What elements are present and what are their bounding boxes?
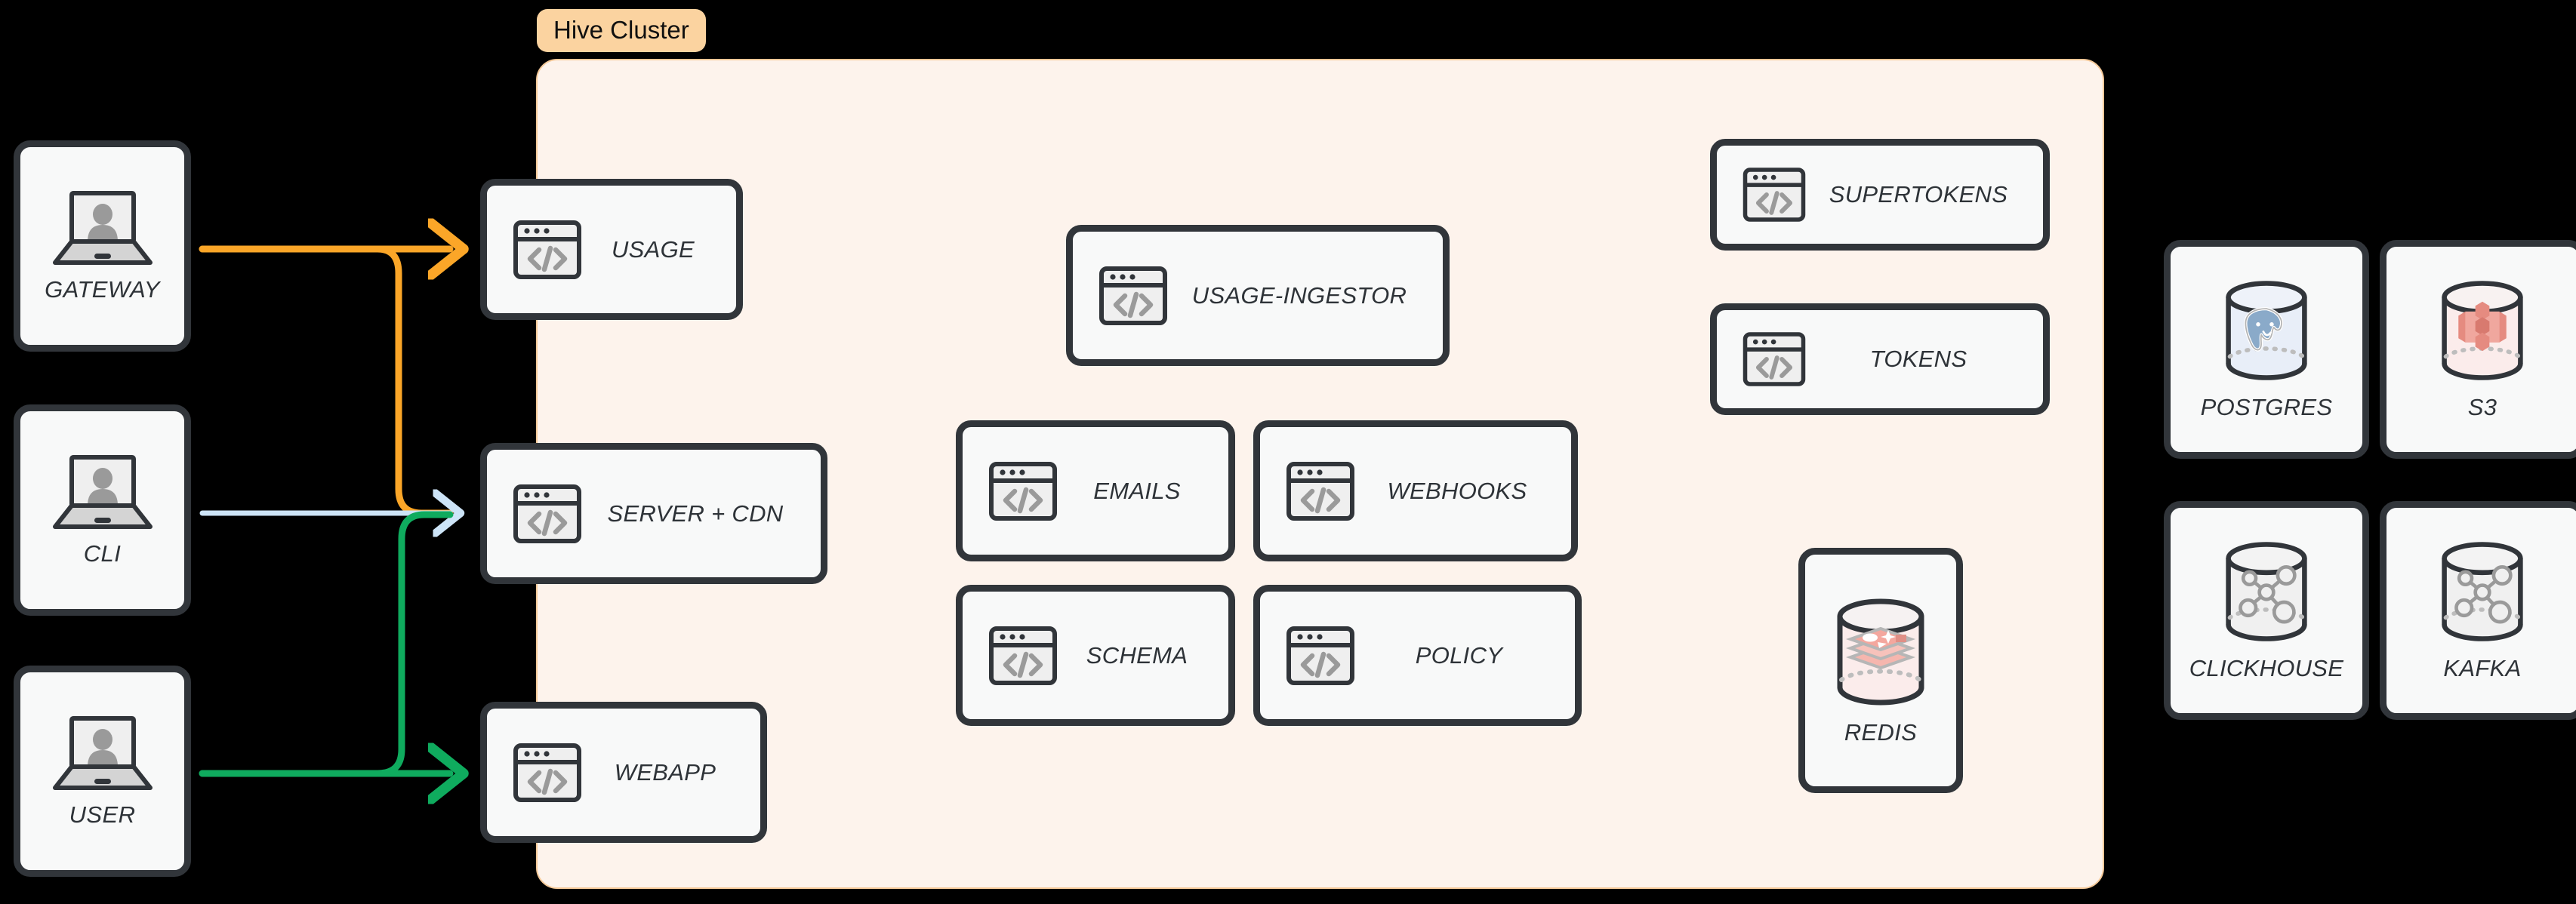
client-card-gateway[interactable]: GATEWAY bbox=[14, 140, 191, 352]
redis-cylinder-icon bbox=[1829, 595, 1932, 709]
laptop-user-icon bbox=[46, 189, 159, 269]
client-card-cli[interactable]: CLI bbox=[14, 404, 191, 616]
datastore-label-s3: S3 bbox=[2467, 394, 2497, 420]
code-window-icon bbox=[1097, 260, 1169, 332]
datastore-label-clickhouse: CLICKHOUSE bbox=[2189, 655, 2344, 681]
edge-gateway-to-server-cdn bbox=[199, 245, 454, 517]
service-label-usage: USAGE bbox=[611, 235, 695, 263]
service-label-webhooks: WEBHOOKS bbox=[1387, 477, 1527, 504]
client-card-user[interactable]: USER bbox=[14, 666, 191, 877]
code-window-icon bbox=[987, 620, 1059, 692]
network-cylinder-icon bbox=[2215, 539, 2318, 644]
service-label-webapp: WEBAPP bbox=[614, 758, 716, 786]
service-box-server-cdn[interactable]: SERVER + CDN bbox=[480, 443, 827, 584]
service-box-schema[interactable]: SCHEMA bbox=[956, 585, 1235, 726]
service-box-webhooks[interactable]: WEBHOOKS bbox=[1253, 420, 1578, 561]
client-label-gateway: GATEWAY bbox=[45, 276, 160, 303]
datastore-card-postgres[interactable]: POSTGRES bbox=[2164, 240, 2369, 459]
code-window-icon bbox=[511, 478, 584, 550]
laptop-user-icon bbox=[46, 714, 159, 794]
edge-user-to-server-cdn bbox=[199, 511, 454, 777]
postgres-cylinder-icon bbox=[2215, 278, 2318, 383]
service-box-tokens[interactable]: TOKENS bbox=[1710, 303, 2050, 415]
service-box-usage-ingestor[interactable]: USAGE-INGESTOR bbox=[1066, 225, 1450, 366]
service-box-webapp[interactable]: WEBAPP bbox=[480, 702, 767, 843]
service-box-policy[interactable]: POLICY bbox=[1253, 585, 1582, 726]
service-label-usage-ingestor: USAGE-INGESTOR bbox=[1191, 281, 1407, 309]
s3-cylinder-icon bbox=[2431, 278, 2534, 383]
service-label-schema: SCHEMA bbox=[1086, 641, 1188, 669]
code-window-icon bbox=[511, 214, 584, 286]
laptop-user-icon bbox=[46, 453, 159, 533]
code-window-icon bbox=[987, 455, 1059, 527]
datastore-label-kafka: KAFKA bbox=[2443, 655, 2522, 681]
service-box-emails[interactable]: EMAILS bbox=[956, 420, 1235, 561]
datastore-card-redis[interactable]: REDIS bbox=[1798, 548, 1963, 793]
code-window-icon bbox=[1284, 455, 1357, 527]
client-label-user: USER bbox=[69, 801, 136, 828]
service-label-server-cdn: SERVER + CDN bbox=[607, 500, 784, 527]
code-window-icon bbox=[1284, 620, 1357, 692]
service-label-emails: EMAILS bbox=[1093, 477, 1181, 504]
datastore-label-redis: REDIS bbox=[1844, 718, 1918, 746]
code-window-icon bbox=[511, 736, 584, 809]
datastore-card-kafka[interactable]: KAFKA bbox=[2380, 501, 2576, 720]
datastore-card-s3[interactable]: S3 bbox=[2380, 240, 2576, 459]
service-box-usage[interactable]: USAGE bbox=[480, 179, 743, 320]
service-label-supertokens: SUPERTOKENS bbox=[1829, 181, 2008, 208]
code-window-icon bbox=[1741, 161, 1807, 228]
client-label-cli: CLI bbox=[83, 540, 122, 567]
service-label-policy: POLICY bbox=[1415, 641, 1503, 669]
datastore-card-clickhouse[interactable]: CLICKHOUSE bbox=[2164, 501, 2369, 720]
service-box-supertokens[interactable]: SUPERTOKENS bbox=[1710, 139, 2050, 251]
code-window-icon bbox=[1741, 326, 1807, 392]
hive-cluster-label: Hive Cluster bbox=[537, 9, 706, 52]
network-cylinder-icon bbox=[2431, 539, 2534, 644]
service-label-tokens: TOKENS bbox=[1869, 346, 1967, 372]
datastore-label-postgres: POSTGRES bbox=[2200, 394, 2333, 420]
